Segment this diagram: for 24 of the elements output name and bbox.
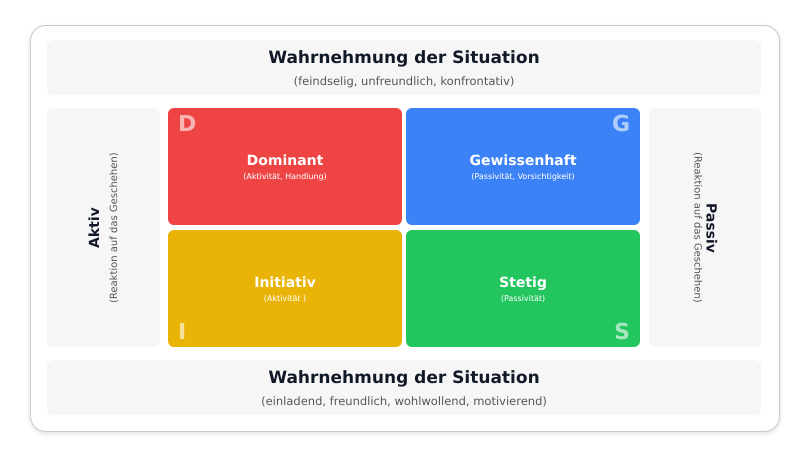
quadrant-subtitle: (Passivität) bbox=[500, 294, 546, 302]
quadrant-letter: D bbox=[178, 112, 196, 137]
quadrant-box bbox=[406, 230, 640, 347]
quadrant-letter: G bbox=[612, 112, 630, 137]
quadrant-title: Dominant bbox=[246, 152, 324, 168]
quadrant-letter: S bbox=[614, 320, 630, 345]
quadrant-subtitle: (Aktivität, Handlung) bbox=[243, 172, 327, 180]
quadrant-subtitle: (Passivität, Vorsichtigkeit) bbox=[471, 172, 575, 180]
quadrant-letter: I bbox=[178, 320, 186, 345]
subtitle: (einladend, freundlich, wohlwollend, motivierend) bbox=[261, 394, 547, 408]
subtitle: (Reaktion auf das Geschehen) bbox=[109, 152, 120, 303]
heading: Wahrnehmung der Situation bbox=[268, 48, 540, 68]
subtitle: (Reaktion auf das Geschehen) bbox=[692, 152, 702, 303]
subtitle: (feindselig, unfreundlich, konfrontativ) bbox=[294, 74, 514, 88]
quadrant-title: Stetig bbox=[499, 274, 547, 290]
heading: Aktiv bbox=[87, 207, 103, 248]
quadrant-box bbox=[406, 108, 640, 225]
heading: Wahrnehmung der Situation bbox=[268, 368, 540, 388]
quadrant-title: Initiativ bbox=[254, 274, 316, 290]
quadrant-subtitle: (Aktivität ) bbox=[264, 294, 306, 302]
quadrant-box bbox=[168, 230, 402, 347]
quadrant-box bbox=[168, 108, 402, 225]
quadrant-title: Gewissenhaft bbox=[469, 152, 577, 168]
heading: Passiv bbox=[702, 202, 718, 252]
